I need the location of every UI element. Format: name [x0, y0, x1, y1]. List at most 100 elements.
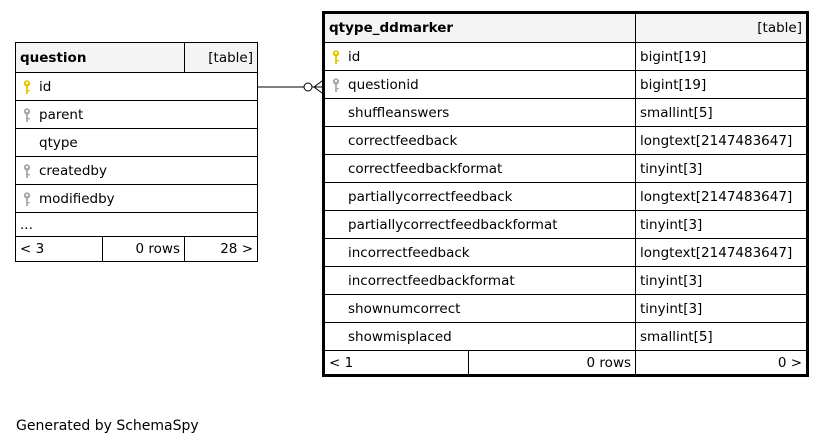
table-row[interactable]: shuffleanswers smallint[5] — [322, 98, 809, 127]
table-row[interactable]: partiallycorrectfeedbackformat tinyint[3] — [322, 210, 809, 239]
column-name-text: shownumcorrect — [348, 300, 461, 317]
column-type: tinyint[3] — [635, 294, 809, 323]
column-type: bigint[19] — [635, 70, 809, 99]
parent-count[interactable]: < 1 — [323, 350, 469, 376]
column-type-text: bigint[19] — [640, 76, 707, 93]
column-type: smallint[5] — [635, 322, 809, 351]
ellipsis: ... — [15, 212, 258, 237]
column-name[interactable]: correctfeedbackformat — [322, 154, 637, 183]
table-row[interactable]: parent — [15, 100, 258, 129]
column-name[interactable]: createdby — [15, 156, 258, 185]
column-type-text: tinyint[3] — [640, 300, 703, 317]
primary-key-icon — [20, 79, 34, 95]
table-row[interactable]: incorrectfeedbackformat tinyint[3] — [322, 266, 809, 295]
ellipsis-text: ... — [20, 216, 33, 233]
column-name[interactable]: partiallycorrectfeedbackformat — [322, 210, 637, 239]
table-title[interactable]: question — [15, 42, 185, 73]
column-type: tinyint[3] — [635, 154, 809, 183]
question-table: question [table] id parent qtype createdby m… — [15, 42, 258, 262]
column-name[interactable]: parent — [15, 100, 258, 129]
column-name[interactable]: partiallycorrectfeedback — [322, 182, 637, 211]
table-title[interactable]: qtype_ddmarker — [322, 12, 637, 43]
table-row[interactable]: questionid bigint[19] — [322, 70, 809, 99]
column-name-text: showmisplaced — [348, 328, 452, 345]
primary-key-icon — [329, 49, 343, 65]
column-name-text: createdby — [39, 162, 107, 179]
column-type-text: tinyint[3] — [640, 216, 703, 233]
more-columns-row: ... — [15, 212, 258, 237]
column-name[interactable]: id — [322, 42, 637, 71]
column-name-text: modifiedby — [39, 190, 115, 207]
table-row[interactable]: showmisplaced smallint[5] — [322, 322, 809, 351]
crow-foot-icon — [313, 80, 323, 88]
child-count[interactable]: 0 > — [635, 350, 809, 376]
column-name-text: partiallycorrectfeedback — [348, 188, 513, 205]
child-count[interactable]: 28 > — [184, 236, 258, 262]
optional-circle-icon — [303, 82, 313, 92]
table-row[interactable]: correctfeedback longtext[2147483647] — [322, 126, 809, 155]
foreign-key-icon — [329, 77, 343, 93]
table-row[interactable]: id — [15, 72, 258, 101]
table-type-label: [table] — [635, 12, 809, 43]
column-type-text: longtext[2147483647] — [640, 188, 793, 205]
table-row[interactable]: createdby — [15, 156, 258, 185]
table-footer: < 1 0 rows 0 > — [323, 350, 809, 376]
child-count-text: 0 > — [777, 354, 803, 371]
column-type-text: longtext[2147483647] — [640, 132, 793, 149]
row-count-text: 0 rows — [586, 354, 632, 371]
foreign-key-icon — [20, 163, 34, 179]
column-type: bigint[19] — [635, 42, 809, 71]
column-name[interactable]: shuffleanswers — [322, 98, 637, 127]
column-name-text: shuffleanswers — [348, 104, 450, 121]
column-name-text: questionid — [348, 76, 419, 93]
column-name[interactable]: shownumcorrect — [322, 294, 637, 323]
column-name[interactable]: correctfeedback — [322, 126, 637, 155]
generator-credit: Generated by SchemaSpy — [16, 418, 199, 434]
row-count-text: 0 rows — [135, 241, 180, 257]
column-name-text: partiallycorrectfeedbackformat — [348, 216, 558, 233]
column-name-text: id — [39, 78, 52, 95]
parent-count[interactable]: < 3 — [15, 236, 103, 262]
column-type: tinyint[3] — [635, 210, 809, 239]
parent-count-text: < 1 — [329, 354, 354, 371]
table-row[interactable]: qtype — [15, 128, 258, 157]
table-row[interactable]: id bigint[19] — [322, 42, 809, 71]
column-name[interactable]: showmisplaced — [322, 322, 637, 351]
foreign-key-icon — [20, 191, 34, 207]
row-count: 0 rows — [102, 236, 185, 262]
column-type-text: longtext[2147483647] — [640, 244, 793, 261]
column-name[interactable]: qtype — [15, 128, 258, 157]
column-name[interactable]: modifiedby — [15, 184, 258, 213]
table-row[interactable]: correctfeedbackformat tinyint[3] — [322, 154, 809, 183]
column-name-text: correctfeedbackformat — [348, 160, 503, 177]
column-name-text: qtype — [39, 134, 78, 151]
table-type-label: [table] — [184, 42, 258, 73]
table-row[interactable]: shownumcorrect tinyint[3] — [322, 294, 809, 323]
column-type: smallint[5] — [635, 98, 809, 127]
column-name-text: parent — [39, 106, 84, 123]
column-type: longtext[2147483647] — [635, 126, 809, 155]
column-type-text: tinyint[3] — [640, 160, 703, 177]
column-type-text: bigint[19] — [640, 48, 707, 65]
column-name-text: correctfeedback — [348, 132, 458, 149]
column-name[interactable]: incorrectfeedbackformat — [322, 266, 637, 295]
column-name-text: id — [348, 48, 361, 65]
column-name[interactable]: incorrectfeedback — [322, 238, 637, 267]
column-name[interactable]: questionid — [322, 70, 637, 99]
table-row[interactable]: modifiedby — [15, 184, 258, 213]
column-name-text: incorrectfeedbackformat — [348, 272, 515, 289]
child-count-text: 28 > — [220, 241, 253, 257]
column-name[interactable]: id — [15, 72, 258, 101]
table-footer: < 3 0 rows 28 > — [15, 236, 258, 262]
row-count: 0 rows — [467, 350, 637, 376]
column-type-text: smallint[5] — [640, 104, 713, 121]
column-type: longtext[2147483647] — [635, 238, 809, 267]
foreign-key-icon — [20, 107, 34, 123]
column-type: tinyint[3] — [635, 266, 809, 295]
column-type: longtext[2147483647] — [635, 182, 809, 211]
table-row[interactable]: partiallycorrectfeedback longtext[2147483… — [322, 182, 809, 211]
column-type-text: tinyint[3] — [640, 272, 703, 289]
